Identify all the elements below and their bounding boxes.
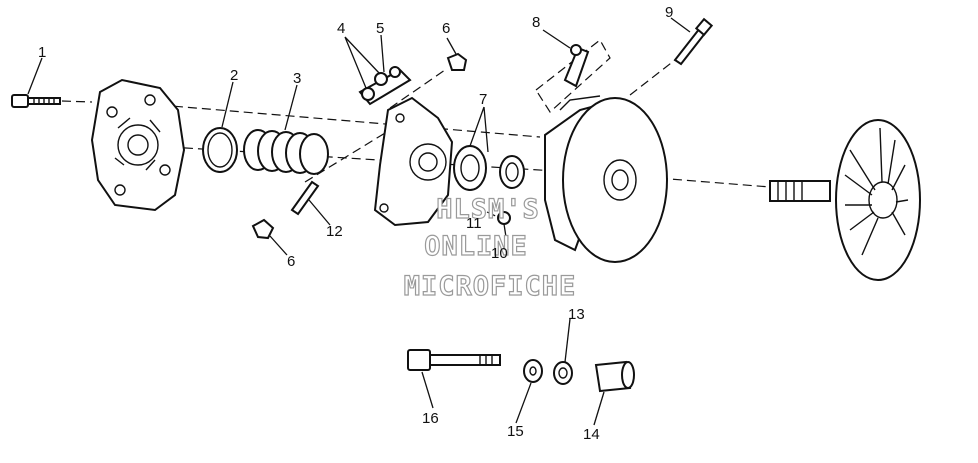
- part-pin-12: [290, 180, 320, 216]
- callout-15: 15: [507, 423, 524, 440]
- callout-14: 14: [583, 426, 600, 443]
- callout-11: 11: [466, 215, 482, 232]
- part-spring-3: [243, 129, 329, 175]
- watermark: HLSM'S ONLINE MICROFICHE: [403, 193, 577, 302]
- callout-4: 4: [337, 20, 345, 37]
- part-bolt-16: [407, 349, 501, 371]
- part-bushings-7: [453, 145, 525, 191]
- part-nut-13: [553, 361, 573, 385]
- callout-2: 2: [230, 67, 238, 84]
- part-nut-6-lower: [251, 218, 275, 240]
- callout-numbers: 1 2 3 4 5 6 7 8 9 10 11 12 6 13 14 15 16: [38, 4, 673, 443]
- part-spider: [373, 96, 454, 227]
- part-cover-plate: [90, 78, 186, 212]
- part-bolt-1: [11, 94, 61, 108]
- leader-lines: [27, 17, 691, 426]
- part-washer-15: [523, 359, 543, 383]
- callout-6-upper: 6: [442, 20, 450, 37]
- callout-9: 9: [665, 4, 673, 21]
- part-moveable-sheave: [544, 95, 668, 263]
- callout-8: 8: [532, 14, 540, 31]
- part-spacer-14: [594, 360, 635, 393]
- callout-16: 16: [422, 410, 439, 427]
- callout-13: 13: [568, 306, 585, 323]
- part-nut-6-upper: [446, 52, 468, 71]
- callout-6-lower: 6: [287, 253, 295, 270]
- watermark-line-3: MICROFICHE: [404, 271, 577, 302]
- part-bolt-9: [673, 17, 714, 66]
- callout-7: 7: [479, 91, 487, 108]
- part-rollers-4-5: [358, 66, 412, 106]
- part-ring-2: [202, 127, 238, 173]
- callout-3: 3: [293, 70, 301, 87]
- callout-12: 12: [326, 223, 343, 240]
- callout-10: 10: [491, 245, 508, 262]
- callout-5: 5: [376, 20, 384, 37]
- part-fixed-sheave: [769, 119, 921, 281]
- watermark-line-2: ONLINE: [424, 231, 528, 262]
- part-roller-arm-8: [535, 39, 611, 113]
- callout-1: 1: [38, 44, 46, 61]
- watermark-line-1: HLSM'S: [436, 194, 540, 225]
